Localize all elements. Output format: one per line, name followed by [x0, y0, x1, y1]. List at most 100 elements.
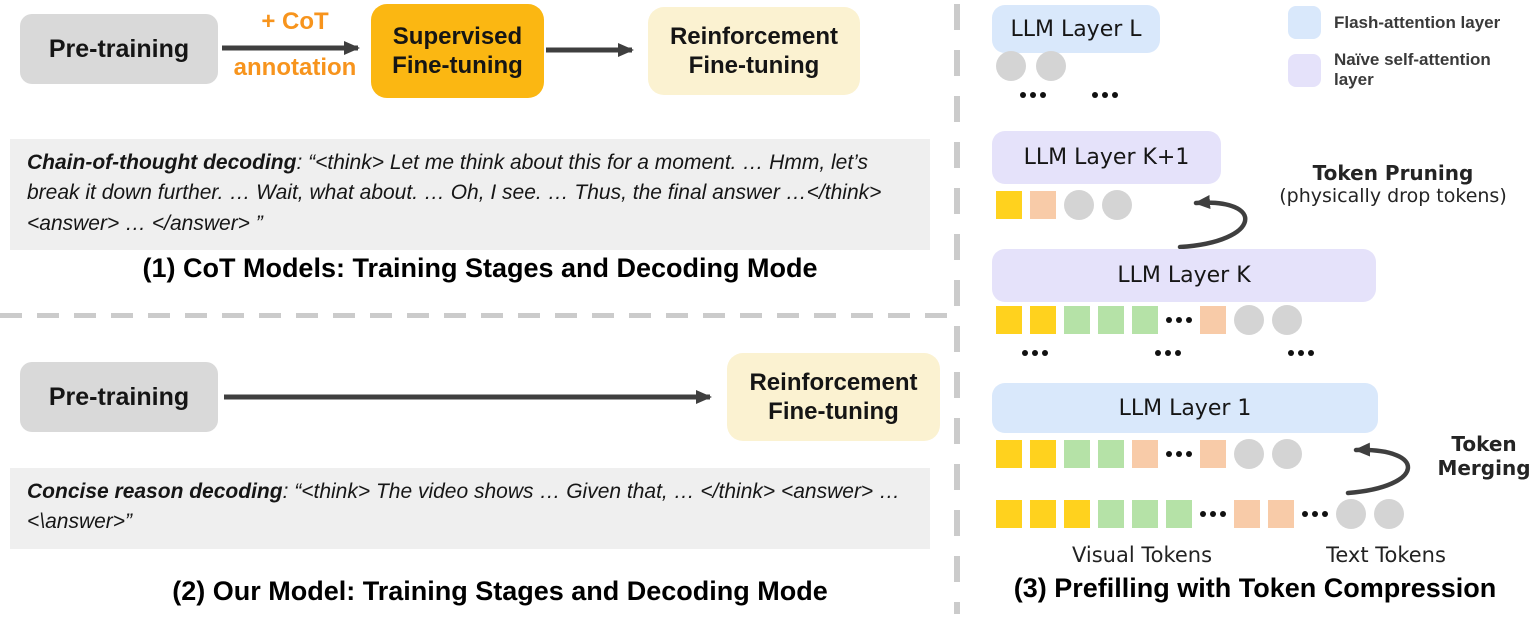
token-square-yellow — [996, 306, 1022, 334]
legend-label-naive: Naïve self-attention layer — [1334, 50, 1491, 89]
token-square-yellow — [996, 440, 1022, 468]
ellipsis-dots — [1288, 350, 1314, 356]
dot — [1112, 92, 1118, 98]
concise-decoding-label: Concise reason decoding — [27, 480, 283, 503]
token-circle-gray — [1374, 499, 1404, 529]
dot — [1186, 317, 1192, 323]
token-circle-gray — [996, 51, 1026, 81]
legend: Flash-attention layer Naïve self-attenti… — [1288, 6, 1534, 101]
token-circle-gray — [1036, 51, 1066, 81]
dot — [1288, 350, 1294, 356]
token-merging-line2: Merging — [1437, 456, 1531, 480]
horizontal-dashed-divider — [0, 313, 952, 318]
dot — [1042, 350, 1048, 356]
llm-layer-1-box: LLM Layer 1 — [992, 383, 1378, 433]
token-row-layer-K1-output — [996, 190, 1132, 220]
dot — [1022, 350, 1028, 356]
token-square-yellow — [1030, 306, 1056, 334]
token-circle-gray — [1336, 499, 1366, 529]
token-merging-annotation: Token Merging — [1432, 432, 1534, 480]
token-square-green — [1132, 500, 1158, 528]
dot — [1308, 350, 1314, 356]
flash-attention-swatch-icon — [1288, 6, 1321, 39]
dot — [1186, 451, 1192, 457]
dot — [1312, 511, 1318, 517]
legend-label-flash: Flash-attention layer — [1334, 12, 1501, 32]
token-row-layer-K-output — [996, 305, 1302, 335]
token-circle-gray — [1234, 305, 1264, 335]
concise-decoding-quote: Concise reason decoding: “<think> The vi… — [10, 468, 930, 549]
token-square-green — [1098, 500, 1124, 528]
token-pruning-title: Token Pruning — [1312, 161, 1474, 185]
token-merging-line1: Token — [1451, 432, 1517, 456]
token-pruning-annotation: Token Pruning (physically drop tokens) — [1268, 161, 1518, 207]
token-square-yellow — [1064, 500, 1090, 528]
llm-layer-K1-box: LLM Layer K+1 — [992, 131, 1221, 184]
dot — [1302, 511, 1308, 517]
ellipsis-dots — [1092, 92, 1118, 98]
dot — [1322, 511, 1328, 517]
pretraining-box-bottom: Pre-training — [20, 362, 218, 432]
token-pruning-subtitle: (physically drop tokens) — [1279, 185, 1507, 207]
legend-item-naive-attention: Naïve self-attention layer — [1288, 50, 1534, 90]
token-square-green — [1166, 500, 1192, 528]
token-square-yellow — [1030, 500, 1056, 528]
dot — [1020, 92, 1026, 98]
dot — [1166, 317, 1172, 323]
token-row-layer-1-output — [996, 439, 1302, 469]
dot — [1030, 92, 1036, 98]
text-tokens-label: Text Tokens — [1326, 543, 1446, 567]
token-merging-arrow — [1345, 442, 1411, 496]
dot — [1155, 350, 1161, 356]
token-square-green — [1064, 440, 1090, 468]
llm-layer-K-box: LLM Layer K — [992, 249, 1376, 302]
token-circle-gray — [1272, 439, 1302, 469]
dot — [1165, 350, 1171, 356]
concise-decoding-text: : “<think> The video shows … Given that,… — [27, 480, 901, 534]
caption-our-model: (2) Our Model: Training Stages and Decod… — [172, 576, 828, 606]
ellipsis-row-top — [1020, 88, 1118, 102]
reinforcement-finetuning-box-top: Reinforcement Fine-tuning — [648, 7, 860, 95]
legend-item-flash-attention: Flash-attention layer — [1288, 6, 1534, 39]
token-square-green — [1064, 306, 1090, 334]
dot — [1175, 350, 1181, 356]
vertical-dashed-divider — [954, 4, 960, 614]
naive-attention-swatch-icon — [1288, 53, 1321, 87]
ellipsis-dots — [1155, 350, 1181, 356]
token-square-peach — [1132, 440, 1158, 468]
cot-annotation-label-top: + CoT — [261, 8, 329, 35]
ellipsis-dots — [1166, 451, 1192, 457]
caption-cot-models: (1) CoT Models: Training Stages and Deco… — [142, 253, 818, 283]
dot — [1176, 317, 1182, 323]
dot — [1298, 350, 1304, 356]
visual-tokens-label: Visual Tokens — [1071, 543, 1213, 567]
dot — [1200, 511, 1206, 517]
dot — [1210, 511, 1216, 517]
token-square-peach — [1200, 306, 1226, 334]
token-square-green — [1098, 306, 1124, 334]
dot — [1220, 511, 1226, 517]
pretraining-box-top: Pre-training — [20, 14, 218, 84]
cot-annotation-label-bottom: annotation — [233, 54, 357, 81]
ellipsis-dots — [1020, 92, 1046, 98]
llm-layer-L-box: LLM Layer L — [992, 5, 1160, 53]
dot — [1092, 92, 1098, 98]
token-row-layer-L-output — [996, 51, 1066, 81]
supervised-finetuning-box: Supervised Fine-tuning — [371, 4, 544, 98]
dot — [1102, 92, 1108, 98]
token-square-peach — [1030, 191, 1056, 219]
token-pruning-arrow — [1177, 195, 1248, 250]
dot — [1032, 350, 1038, 356]
reinforcement-finetuning-box-bottom: Reinforcement Fine-tuning — [727, 353, 940, 441]
token-circle-gray — [1234, 439, 1264, 469]
token-square-green — [1098, 440, 1124, 468]
token-row-input — [996, 499, 1404, 529]
cot-decoding-label: Chain-of-thought decoding — [27, 151, 297, 174]
token-circle-gray — [1064, 190, 1094, 220]
token-square-yellow — [996, 500, 1022, 528]
token-circle-gray — [1272, 305, 1302, 335]
token-circle-gray — [1102, 190, 1132, 220]
cot-decoding-quote: Chain-of-thought decoding: “<think> Let … — [10, 139, 930, 251]
ellipsis-dots — [1302, 511, 1328, 517]
